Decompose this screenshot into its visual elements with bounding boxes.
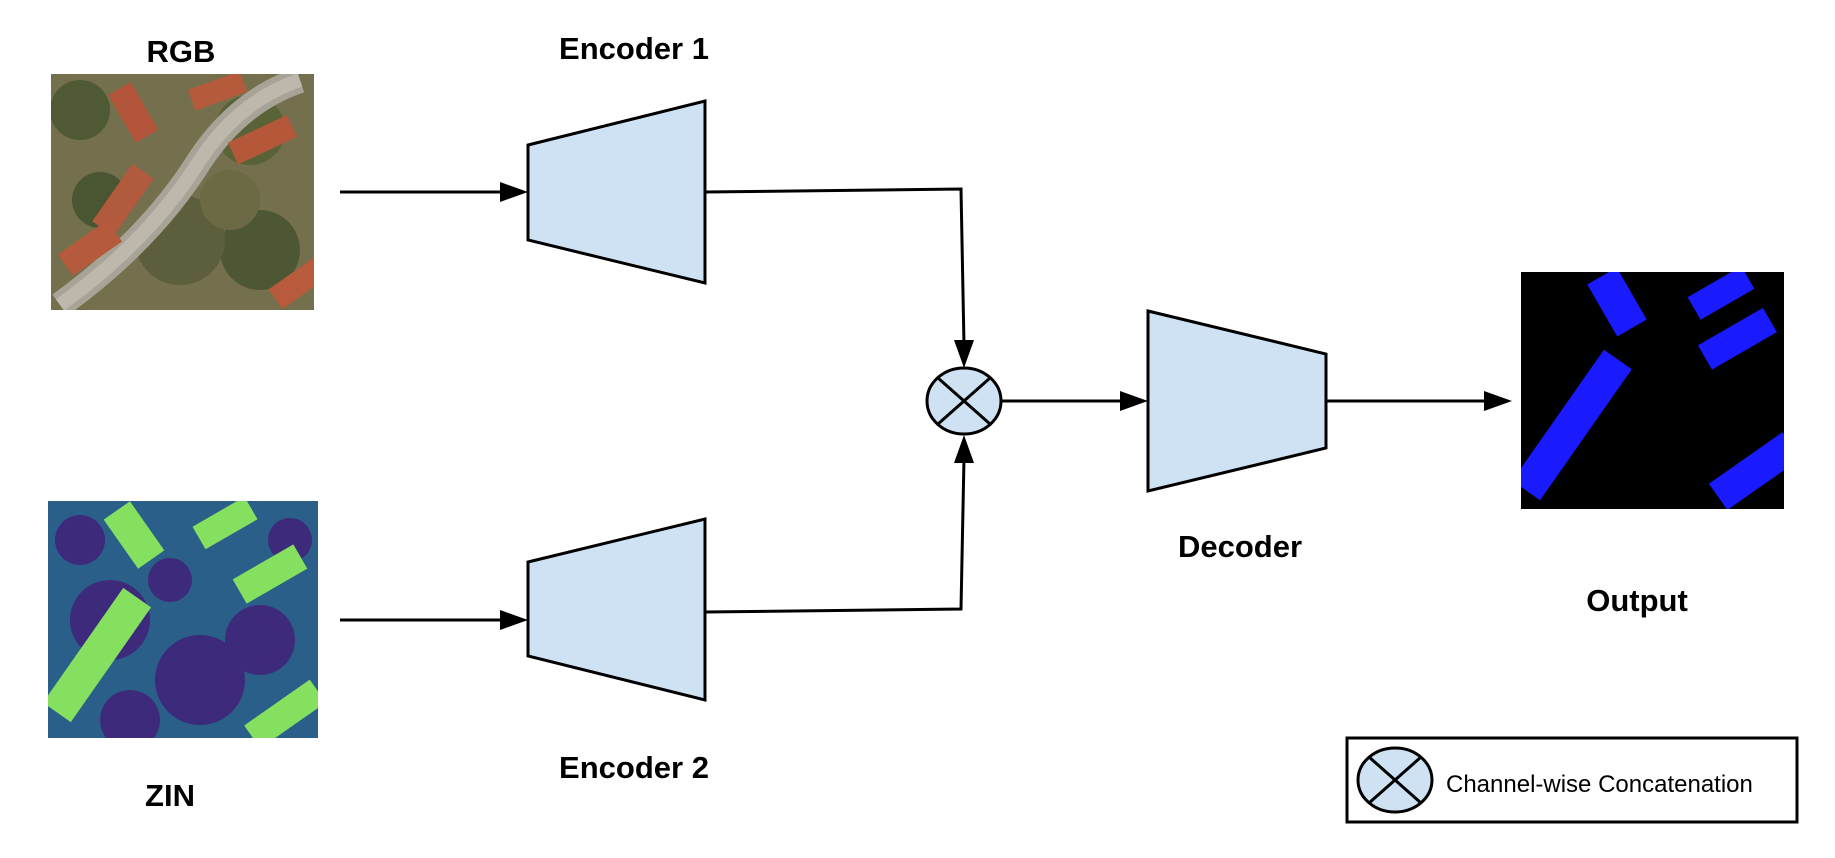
output-label: Output bbox=[1586, 583, 1688, 618]
concat-icon bbox=[1356, 746, 1434, 814]
encoder-2-label: Encoder 2 bbox=[559, 750, 709, 785]
decoder-block bbox=[1146, 309, 1328, 493]
encoder-2-block bbox=[526, 517, 707, 702]
encoder1-to-concat-arrow bbox=[704, 187, 966, 346]
zin-input-image bbox=[48, 501, 318, 738]
rgb-input-image bbox=[51, 74, 314, 310]
arrowhead bbox=[500, 182, 528, 202]
arrowhead bbox=[954, 435, 974, 463]
legend-text: Channel-wise Concatenation bbox=[1446, 771, 1753, 798]
legend: Channel-wise Concatenation bbox=[1345, 736, 1799, 824]
output-image bbox=[1521, 272, 1784, 509]
arrowhead bbox=[954, 340, 974, 368]
concat-icon bbox=[925, 366, 1003, 436]
arrowhead bbox=[1484, 391, 1512, 411]
rgb-label: RGB bbox=[147, 34, 216, 69]
arrowhead bbox=[1120, 391, 1148, 411]
encoder-1-label: Encoder 1 bbox=[559, 31, 709, 66]
zin-label: ZIN bbox=[145, 778, 195, 813]
arrowhead bbox=[500, 610, 528, 630]
encoder2-to-concat-arrow bbox=[704, 457, 966, 614]
decoder-label: Decoder bbox=[1178, 529, 1302, 564]
encoder-1-block bbox=[526, 99, 707, 285]
